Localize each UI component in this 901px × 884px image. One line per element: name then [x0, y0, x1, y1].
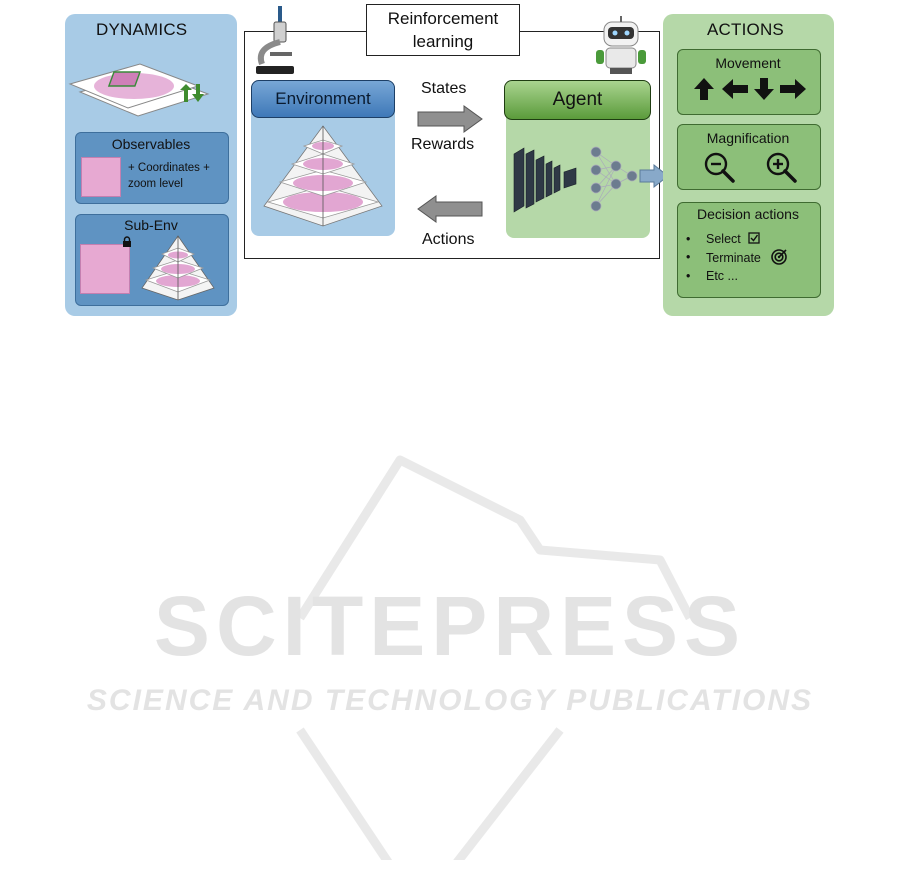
decision-actions-list: Select Terminate Etc ... [686, 230, 788, 285]
arrow-left-icon [722, 79, 748, 99]
movement-title: Movement [677, 55, 819, 71]
states-arrow-right-icon [414, 104, 486, 134]
slide-layers-illustration [68, 50, 218, 130]
target-icon [770, 248, 788, 266]
watermark-book-lower [300, 730, 560, 860]
observables-zoom-text: zoom level [128, 178, 183, 190]
watermark-text-large: SCITEPRESS [154, 579, 746, 673]
decision-item-terminate: Terminate [686, 248, 788, 267]
agent-header: Agent [504, 80, 651, 120]
microscope-icon [250, 4, 296, 76]
observables-title: Observables [75, 136, 227, 152]
scitepress-watermark: SCITEPRESS SCIENCE AND TECHNOLOGY PUBLIC… [0, 440, 901, 860]
cnn-layers-icon [514, 148, 576, 212]
tissue-patch-thumbnail [81, 157, 121, 197]
dynamics-title: DYNAMICS [96, 20, 187, 40]
checkbox-icon [748, 232, 760, 244]
arrow-up-icon [694, 78, 714, 100]
sub-env-pyramid-icon [138, 234, 218, 302]
rl-title-line2: learning [367, 30, 519, 53]
decision-actions-title: Decision actions [677, 206, 819, 222]
actions-flow-label: Actions [422, 231, 474, 249]
arrow-down-icon [754, 78, 774, 100]
sub-env-tissue-thumbnail [80, 244, 130, 294]
zoom-in-icon [764, 150, 800, 184]
magnification-title: Magnification [677, 130, 819, 146]
rl-title-box: Reinforcement learning [366, 4, 520, 56]
neural-network-icon [510, 140, 646, 220]
decision-item-select: Select [686, 230, 788, 248]
sub-env-title: Sub-Env [75, 217, 227, 233]
environment-pyramid-icon [258, 122, 388, 228]
movement-arrows [692, 76, 808, 102]
zoom-out-icon [702, 150, 738, 184]
rewards-label: Rewards [411, 136, 474, 154]
watermark-text-small: SCIENCE AND TECHNOLOGY PUBLICATIONS [87, 684, 813, 717]
actions-title: ACTIONS [707, 20, 784, 40]
decision-item-etc: Etc ... [686, 267, 788, 285]
arrow-right-icon [780, 79, 806, 99]
states-label: States [421, 80, 466, 98]
dense-layers-icon [591, 147, 637, 211]
robot-icon [592, 16, 650, 76]
environment-header: Environment [251, 80, 395, 118]
actions-arrow-left-icon [414, 194, 486, 224]
observables-coords-text: + Coordinates + [128, 162, 210, 174]
lock-icon [121, 236, 133, 248]
rl-title-line1: Reinforcement [367, 7, 519, 30]
